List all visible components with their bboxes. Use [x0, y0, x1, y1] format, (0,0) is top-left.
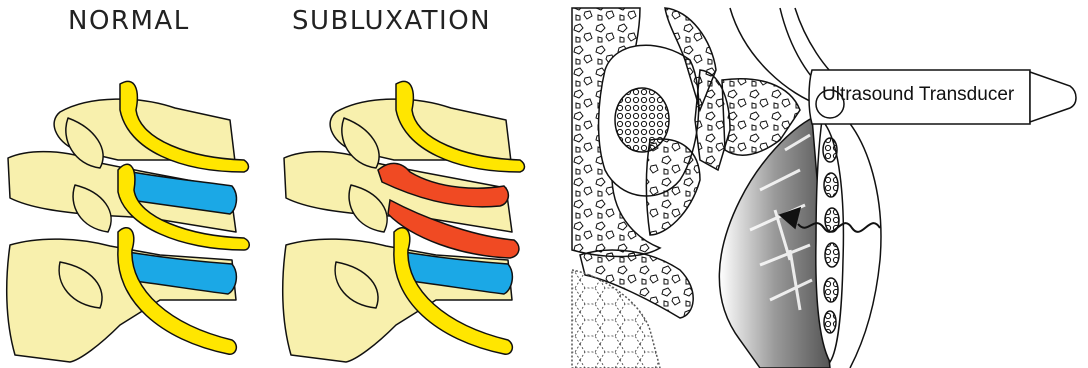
ultrasound-cross-section — [572, 8, 1076, 368]
muscle-tissue — [719, 118, 830, 368]
transducer-label: Ultrasound Transducer — [822, 84, 1014, 106]
transducer-tip — [1030, 72, 1076, 122]
